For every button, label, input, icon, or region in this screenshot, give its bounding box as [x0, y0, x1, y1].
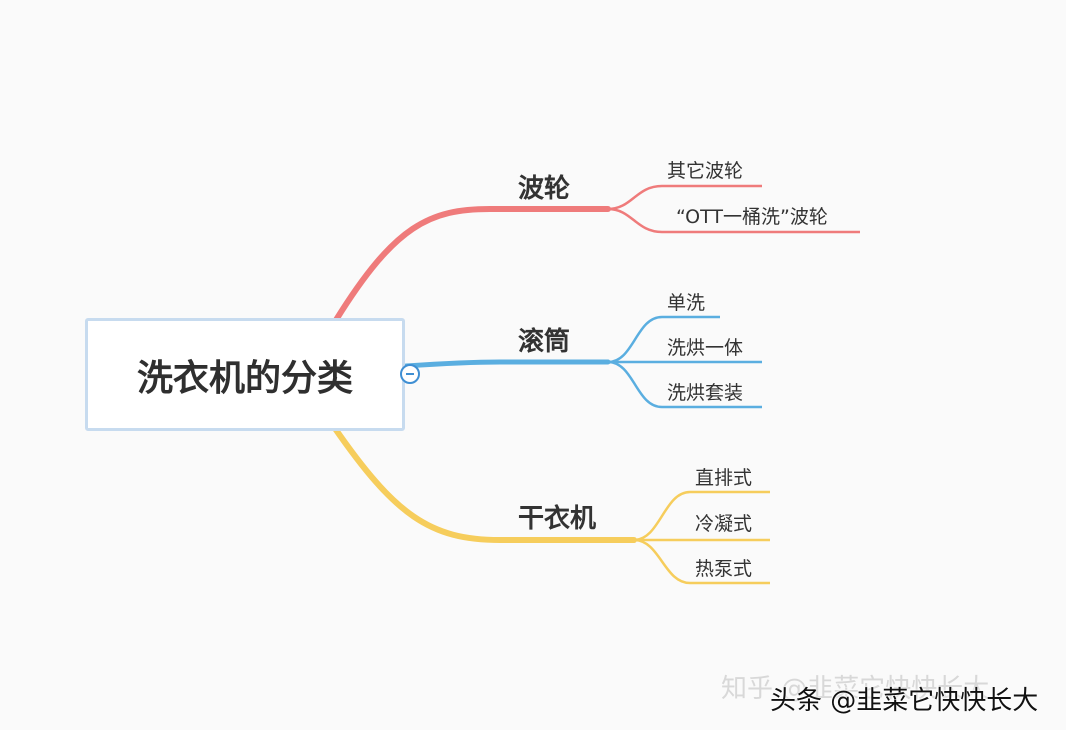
branch-connector-guntong — [403, 359, 611, 369]
leaf-connector-bolun-2 — [607, 207, 860, 234]
leaf-label-ganyiji-1[interactable]: 直排式 — [695, 467, 753, 489]
branch-label-ganyiji[interactable]: 干衣机 — [518, 504, 597, 534]
leaf-label-ganyiji-3[interactable]: 热泵式 — [695, 558, 753, 580]
leaf-label-guntong-1[interactable]: 单洗 — [667, 292, 706, 314]
leaf-label-bolun-2[interactable]: “OTT一桶洗”波轮 — [676, 206, 828, 228]
leaf-connector-guntong-3 — [607, 360, 762, 409]
branch-connector-ganyiji — [331, 424, 637, 543]
leaf-label-bolun-1[interactable]: 其它波轮 — [667, 160, 744, 182]
leaf-connector-ganyiji-1 — [633, 490, 770, 542]
branch-label-guntong[interactable]: 滚筒 — [518, 327, 571, 357]
leaf-label-ganyiji-2[interactable]: 冷凝式 — [695, 513, 753, 535]
branch-connector-bolun — [333, 206, 611, 323]
branch-label-bolun[interactable]: 波轮 — [518, 174, 571, 204]
leaf-label-guntong-2[interactable]: 洗烘一体 — [667, 337, 744, 359]
leaf-connector-bolun-1 — [607, 184, 762, 211]
root-title: 洗衣机的分类 — [136, 357, 353, 399]
root-node[interactable]: 洗衣机的分类 — [85, 318, 405, 431]
leaf-connector-guntong-1 — [607, 315, 720, 364]
leaf-connector-ganyiji-3 — [633, 538, 770, 585]
collapse-icon[interactable] — [400, 364, 420, 384]
leaf-label-guntong-3[interactable]: 洗烘套装 — [667, 382, 744, 404]
